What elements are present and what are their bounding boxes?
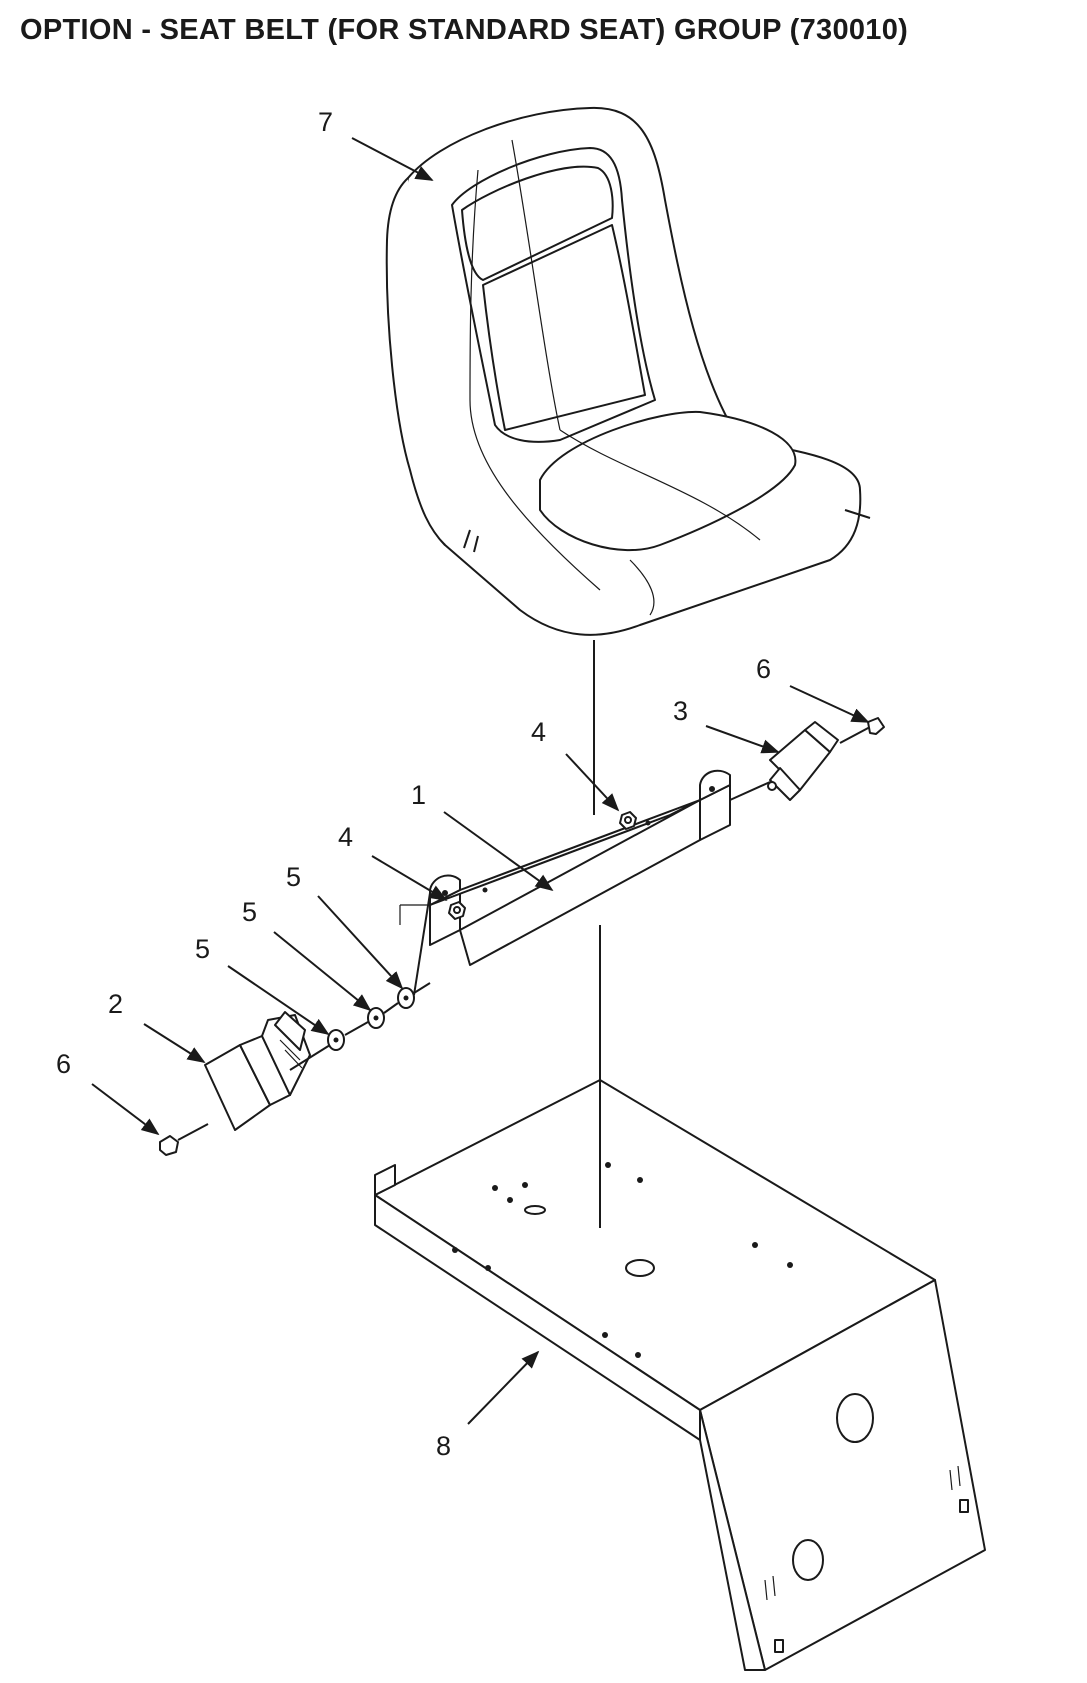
washer-1 [397,987,415,1009]
svg-text:6: 6 [56,1049,71,1079]
svg-text:1: 1 [411,780,426,810]
washer-2 [367,1007,385,1029]
callout-1: 1 [411,780,554,892]
callout-3: 3 [673,696,780,754]
svg-text:6: 6 [756,654,771,684]
svg-text:7: 7 [318,107,333,137]
seat-plate [374,1079,986,1671]
seat-belt-buckle-right [767,721,839,801]
bolt-left [159,1123,209,1156]
callout-7: 7 [318,107,434,181]
callout-2: 2 [108,989,206,1063]
page-title: OPTION - SEAT BELT (FOR STANDARD SEAT) G… [20,14,909,46]
callout-4-upper: 4 [531,717,620,812]
callout-6-left: 6 [56,1049,160,1136]
svg-text:8: 8 [436,1431,451,1461]
seat [385,106,871,636]
seat-belt-bracket [399,769,731,966]
washer-3 [327,1029,345,1051]
callout-5-c: 5 [195,934,330,1036]
svg-text:5: 5 [195,934,210,964]
nut-upper [619,811,637,830]
callout-5-b: 5 [242,897,372,1012]
svg-text:5: 5 [286,862,301,892]
seat-belt-tongue-left [204,1011,311,1131]
svg-text:4: 4 [531,717,546,747]
svg-text:4: 4 [338,822,353,852]
callout-8: 8 [436,1350,540,1461]
callout-4-lower: 4 [338,822,448,901]
svg-text:3: 3 [673,696,688,726]
nut-lower [448,901,466,920]
svg-text:2: 2 [108,989,123,1019]
callout-6-right: 6 [756,654,870,723]
callout-5-a: 5 [286,862,404,990]
bolt-right [839,717,885,744]
svg-text:5: 5 [242,897,257,927]
assembly-axes [289,640,771,1228]
